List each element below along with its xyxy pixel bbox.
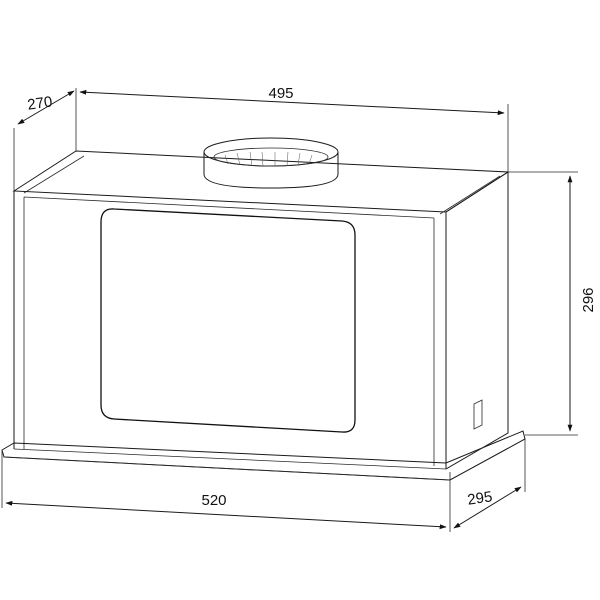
hood-body — [12, 150, 510, 470]
dim-bottom-depth: 295 — [453, 486, 522, 529]
top-inner-edge — [23, 155, 85, 194]
label-top-width: 495 — [268, 85, 293, 102]
duct-collar — [203, 137, 339, 189]
label-top-depth: 270 — [26, 93, 53, 113]
right-side-face — [445, 171, 509, 470]
label-bottom-depth: 295 — [466, 488, 493, 508]
front-face — [13, 191, 447, 469]
label-bottom-width: 520 — [201, 492, 226, 509]
dim-top-width: 495 — [79, 85, 505, 116]
extension-lines — [1, 88, 578, 532]
side-inner-edge — [439, 175, 501, 215]
control-switch — [473, 399, 483, 430]
top-face — [12, 150, 510, 213]
dim-height: 296 — [567, 175, 597, 432]
dim-top-depth: 270 — [17, 90, 75, 125]
front-bevel — [23, 196, 435, 466]
glass-panel — [100, 208, 356, 433]
dim-bottom-width: 520 — [5, 492, 447, 530]
label-height: 296 — [580, 287, 597, 312]
bottom-tray — [1, 430, 526, 481]
